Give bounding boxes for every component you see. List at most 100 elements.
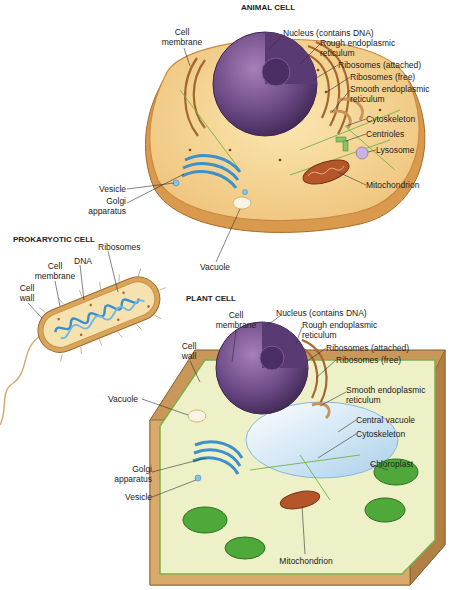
ribosome xyxy=(89,303,92,306)
lysosome xyxy=(356,147,368,159)
part-label: Smooth endoplasmic reticulum xyxy=(346,386,432,405)
leader-line xyxy=(268,35,283,50)
leader-line xyxy=(346,134,366,141)
leader-line xyxy=(300,44,320,64)
leader-line xyxy=(190,361,200,382)
leader-line xyxy=(316,360,336,378)
part-label: Ribosomes (free) xyxy=(336,356,401,366)
section-title: PROKARYOTIC CELL xyxy=(13,235,95,245)
ribosome xyxy=(79,333,82,336)
flagellum xyxy=(0,336,40,425)
chloroplast xyxy=(365,498,405,522)
er-fold xyxy=(194,60,205,128)
part-label: Cell membrane xyxy=(214,311,258,330)
ribosome xyxy=(317,69,320,72)
centrioles xyxy=(336,137,348,151)
plant-mitochondrion xyxy=(279,488,321,512)
part-label: Cell membrane xyxy=(34,262,76,281)
leader-line xyxy=(152,458,206,472)
part-label: Nucleus (contains DNA) xyxy=(276,309,367,319)
part-label: Nucleus (contains DNA) xyxy=(283,29,374,39)
nucleus xyxy=(213,32,317,136)
part-label: Vacuole xyxy=(108,395,138,405)
part-label: Cytoskeleton xyxy=(366,115,415,125)
ribosome xyxy=(279,159,282,162)
ribosome xyxy=(229,149,232,152)
leader-line xyxy=(306,348,326,362)
leader-line xyxy=(296,327,302,343)
part-label: Centrioles xyxy=(366,130,404,140)
er-fold xyxy=(185,58,198,136)
ribosome xyxy=(57,317,60,320)
vesicle xyxy=(243,190,248,195)
part-label: Chloroplast xyxy=(370,460,413,470)
leader-line xyxy=(327,77,350,92)
leader-line xyxy=(152,480,196,497)
prokaryote-wall xyxy=(31,270,166,359)
prokaryote-dna xyxy=(58,297,145,339)
leader-line xyxy=(368,150,376,152)
part-label: Cytoskeleton xyxy=(356,430,405,440)
vacuole xyxy=(233,197,251,209)
leader-line xyxy=(28,303,42,318)
nucleolus xyxy=(260,346,284,370)
part-label: Cell wall xyxy=(14,284,40,303)
prokaryote-ribosomes xyxy=(57,283,151,342)
part-label: Rough endoplasmic reticulum xyxy=(302,321,382,340)
part-label: Cell membrane xyxy=(160,28,204,47)
part-label: Vesicle xyxy=(104,493,152,503)
ribosome xyxy=(379,109,382,112)
part-label: Vacuole xyxy=(190,263,240,273)
filament xyxy=(290,140,390,175)
leader-line xyxy=(302,506,305,554)
nucleolus xyxy=(262,58,290,86)
mitochondrion-cristae xyxy=(308,166,344,176)
leader-line xyxy=(338,420,356,432)
golgi-apparatus xyxy=(182,156,240,188)
chloroplast xyxy=(183,507,227,533)
leader-line xyxy=(338,172,366,185)
leader-line xyxy=(184,48,190,66)
leader-line xyxy=(320,392,346,406)
chloroplast xyxy=(225,537,265,559)
leader-line xyxy=(332,90,350,112)
part-label: Golgi apparatus xyxy=(78,197,126,216)
leader-line xyxy=(142,399,188,415)
part-label: Golgi apparatus xyxy=(104,465,152,484)
part-label: Mitochondrion xyxy=(276,557,336,567)
plant-golgi xyxy=(193,442,242,474)
part-label: Ribosomes xyxy=(98,243,141,253)
golgi-cisterna xyxy=(182,172,236,188)
part-label: DNA xyxy=(74,257,92,267)
ribosome xyxy=(147,305,150,308)
part-label: Lysosome xyxy=(376,146,414,156)
part-label: Vesicle xyxy=(78,185,126,195)
leader-line xyxy=(216,209,240,262)
leader-line xyxy=(313,65,338,80)
ribosome xyxy=(325,91,328,94)
leader-line xyxy=(55,281,60,306)
mitochondrion xyxy=(300,155,352,189)
golgi-cisterna xyxy=(193,458,238,474)
leader-line xyxy=(346,119,366,126)
section-title: PLANT CELL xyxy=(186,294,236,304)
ribosome xyxy=(117,318,120,321)
leader-lines xyxy=(28,35,388,554)
prokaryote-membrane xyxy=(38,277,160,353)
part-label: Mitochondrion xyxy=(366,181,419,191)
leader-line xyxy=(80,265,84,300)
part-label: Ribosomes (attached) xyxy=(326,344,409,354)
leader-line xyxy=(108,251,118,292)
part-label: Smooth endoplasmic reticulum xyxy=(350,85,436,104)
prokaryote-dna xyxy=(53,293,140,335)
chloroplasts xyxy=(183,459,418,559)
part-label: Ribosomes (free) xyxy=(350,73,415,83)
plant-nucleus xyxy=(216,322,308,414)
part-label: Cell wall xyxy=(176,342,202,361)
ribosome xyxy=(122,291,125,294)
leader-line xyxy=(232,330,236,362)
smooth-er xyxy=(330,99,363,128)
prokaryote-body xyxy=(28,260,177,367)
part-label: Rough endoplasmic reticulum xyxy=(320,39,400,58)
